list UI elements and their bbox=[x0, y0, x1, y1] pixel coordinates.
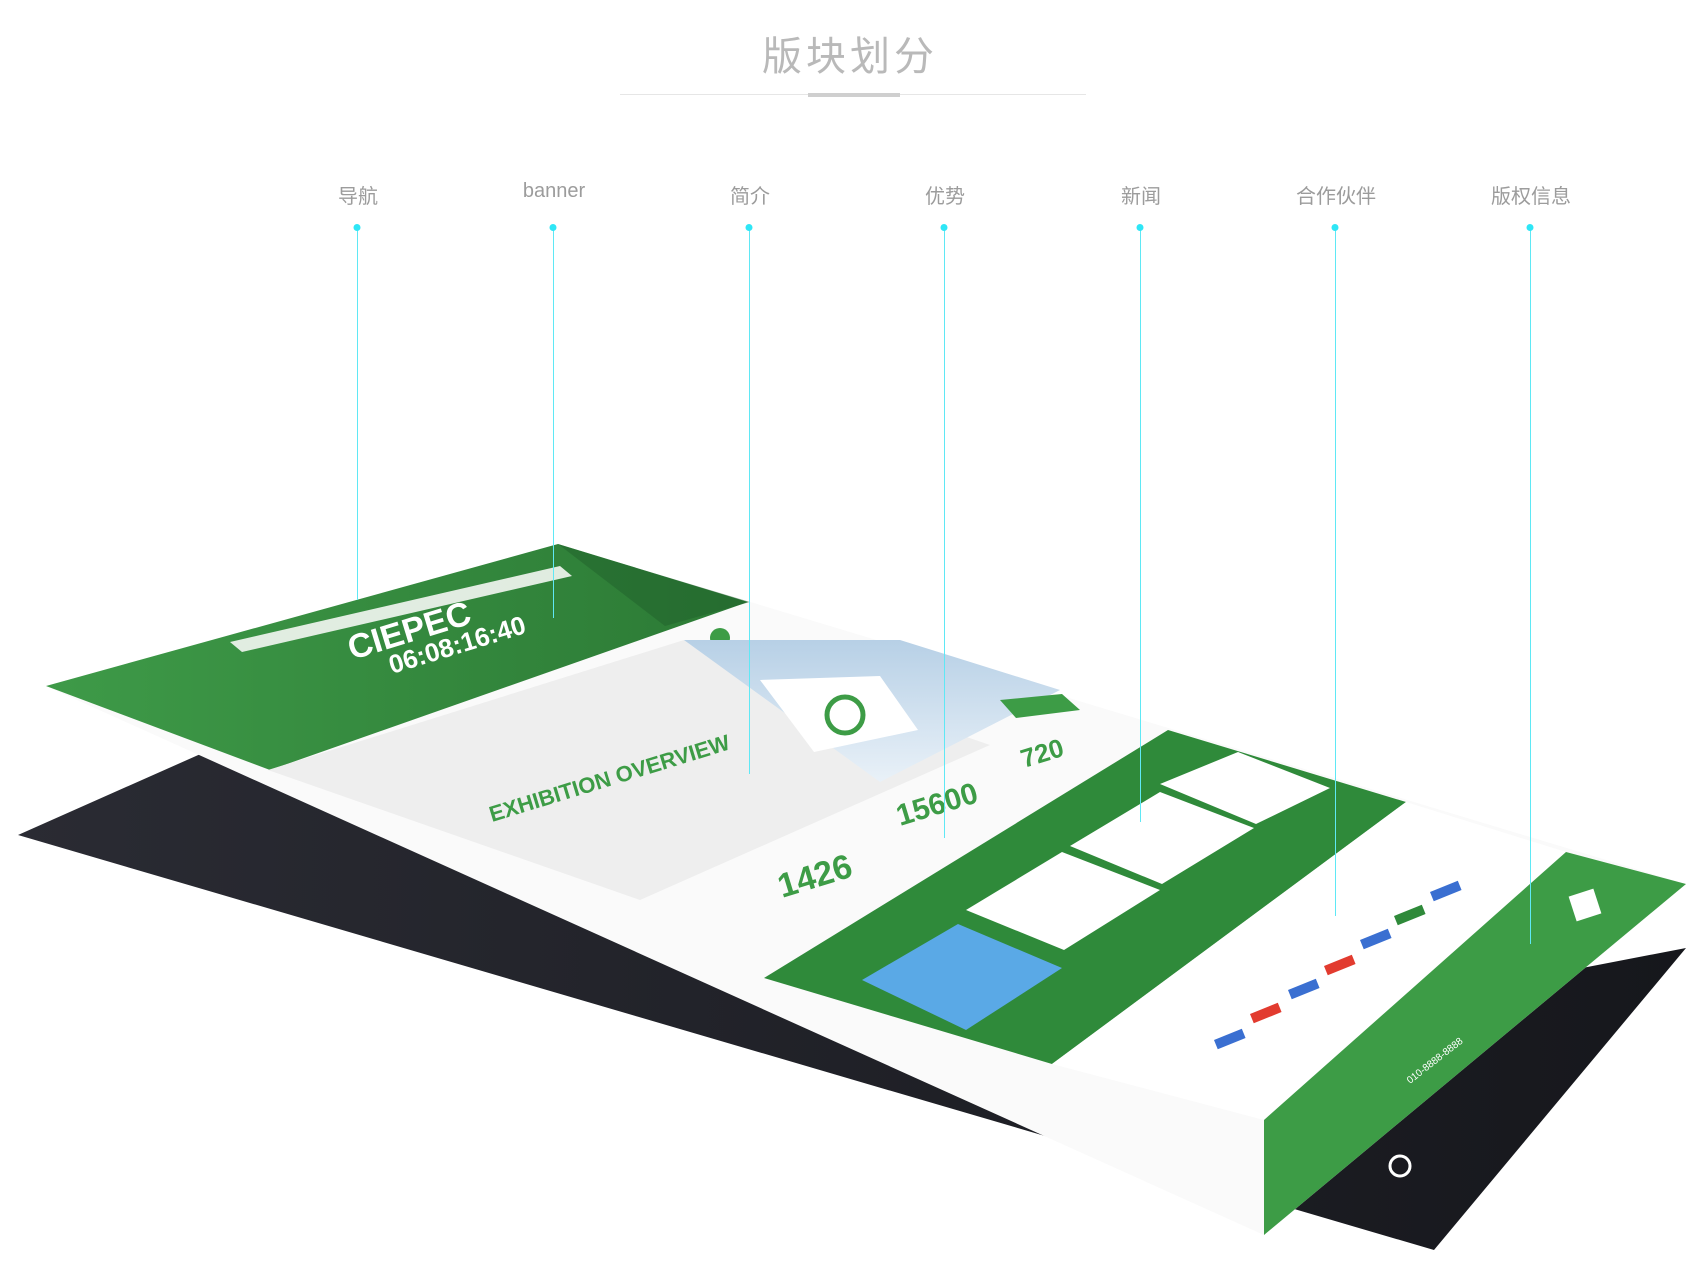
footer-logo bbox=[1388, 1154, 1412, 1178]
footer-qr bbox=[1568, 888, 1602, 922]
dot-nav bbox=[353, 224, 361, 231]
section-title: 版块划分 bbox=[762, 35, 938, 79]
news-card-3 bbox=[1070, 792, 1254, 884]
partner-logos bbox=[1214, 880, 1462, 1050]
dot-news bbox=[1136, 224, 1144, 231]
news-card-4 bbox=[1160, 752, 1330, 824]
leader-copyright bbox=[1530, 228, 1531, 944]
news-card-1 bbox=[862, 924, 1062, 1030]
footer-band bbox=[1264, 852, 1686, 1235]
dot-copyright bbox=[1526, 224, 1534, 231]
leader-intro bbox=[749, 228, 750, 774]
dot-advantage bbox=[940, 224, 948, 231]
banner-photo-strip bbox=[558, 544, 750, 626]
label-copyright: 版权信息 bbox=[1491, 186, 1571, 208]
nav-bar bbox=[230, 566, 572, 652]
leader-partners bbox=[1335, 228, 1336, 916]
label-nav: 导航 bbox=[338, 186, 378, 208]
leader-banner bbox=[553, 228, 554, 618]
label-intro: 简介 bbox=[730, 186, 770, 208]
news-card-2 bbox=[966, 852, 1160, 950]
partners-panel bbox=[1052, 802, 1566, 1120]
banner-band bbox=[46, 544, 748, 770]
leader-news bbox=[1140, 228, 1141, 822]
title-divider-accent bbox=[808, 93, 900, 97]
intro-button bbox=[1000, 694, 1080, 718]
label-advantage: 优势 bbox=[925, 186, 965, 208]
intro-flag bbox=[760, 676, 918, 752]
dot-banner bbox=[549, 224, 557, 231]
dot-partners bbox=[1331, 224, 1339, 231]
label-partners: 合作伙伴 bbox=[1296, 186, 1376, 208]
leader-nav bbox=[357, 228, 358, 600]
leader-advantage bbox=[944, 228, 945, 838]
label-banner: banner bbox=[522, 180, 586, 202]
dot-intro bbox=[745, 224, 753, 231]
label-news: 新闻 bbox=[1121, 186, 1161, 208]
